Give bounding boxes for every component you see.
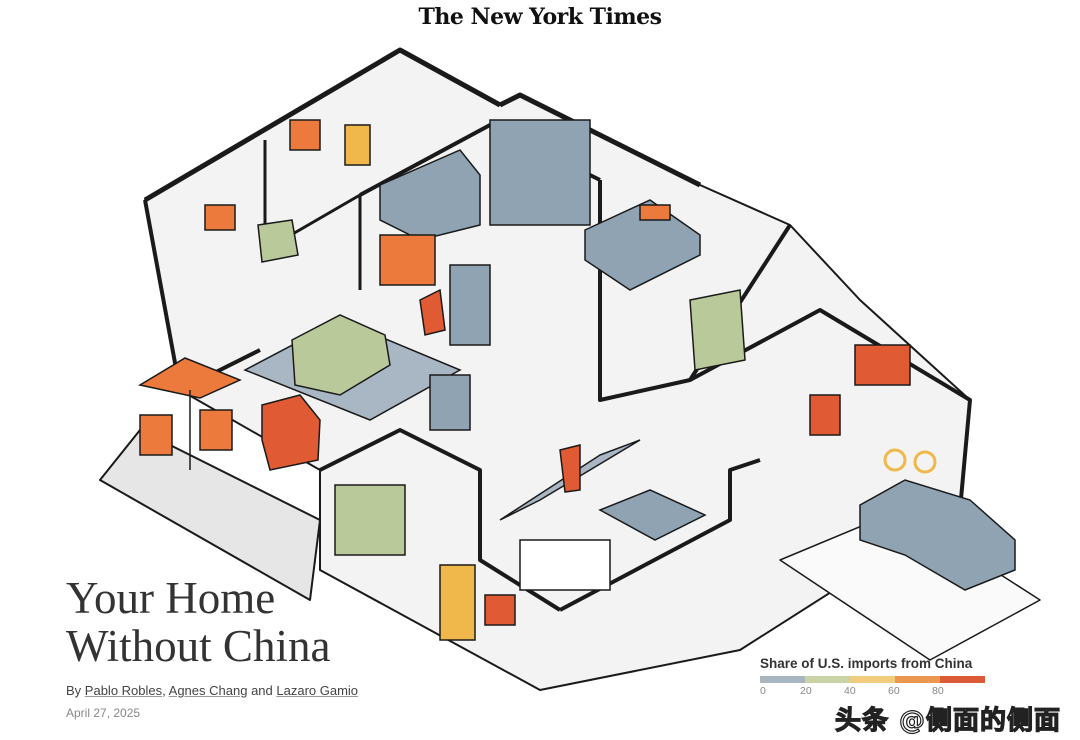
bed bbox=[584, 199, 701, 291]
potted-plant bbox=[559, 444, 581, 493]
vanity bbox=[289, 119, 321, 151]
patio-chair bbox=[139, 414, 173, 456]
shelving bbox=[334, 484, 406, 556]
tv bbox=[429, 374, 471, 431]
legend-swatch bbox=[895, 676, 940, 683]
microwave bbox=[484, 594, 516, 626]
legend-tick: 40 bbox=[844, 685, 856, 697]
legend-swatch bbox=[805, 676, 850, 683]
grill bbox=[261, 394, 321, 471]
color-legend: Share of U.S. imports from China 0 20 40… bbox=[760, 656, 985, 698]
potted-plant bbox=[419, 288, 446, 336]
legend-tick: 80 bbox=[932, 685, 944, 697]
legend-swatch bbox=[940, 676, 985, 683]
deck bbox=[99, 429, 321, 601]
legend-title: Share of U.S. imports from China bbox=[760, 656, 973, 671]
legend-tick: 20 bbox=[800, 685, 812, 697]
wall bbox=[559, 458, 761, 612]
legend-tick: 60 bbox=[888, 685, 900, 697]
bed-pillows bbox=[639, 204, 671, 221]
publish-date: April 27, 2025 bbox=[66, 706, 141, 720]
byline-prefix: By bbox=[66, 683, 82, 698]
legend-swatch bbox=[850, 676, 895, 683]
umbrella bbox=[137, 357, 242, 399]
bicycle-wheel bbox=[913, 450, 937, 474]
wall bbox=[143, 47, 502, 203]
toilet bbox=[344, 124, 371, 166]
watermark: 头条 @侧面的侧面 bbox=[834, 705, 1062, 736]
author-link[interactable]: Lazaro Gamio bbox=[276, 683, 359, 698]
author-link[interactable]: Pablo Robles bbox=[84, 683, 163, 698]
sofa bbox=[291, 314, 391, 396]
bookshelf bbox=[449, 264, 491, 346]
wall bbox=[319, 428, 562, 612]
byline: By Pablo Robles, Agnes Chang and Lazaro … bbox=[66, 683, 358, 699]
car bbox=[859, 479, 1016, 591]
desk-monitor bbox=[204, 204, 236, 231]
legend-tick: 0 bbox=[760, 685, 766, 697]
title-line: Without China bbox=[66, 621, 331, 671]
author-link[interactable]: Agnes Chang bbox=[168, 683, 248, 698]
dresser bbox=[379, 149, 481, 241]
patio-chair bbox=[199, 409, 233, 451]
washer-dryer bbox=[689, 289, 746, 371]
article-title: Your Home Without China bbox=[66, 574, 330, 670]
storage-bin bbox=[854, 344, 911, 386]
legend-ticks: 0 20 40 60 80 bbox=[760, 685, 985, 698]
byline-separator: , bbox=[162, 683, 166, 698]
legend-swatch bbox=[760, 676, 805, 683]
nyt-masthead-logo[interactable]: The New York Times bbox=[418, 4, 662, 30]
refrigerator bbox=[439, 564, 476, 641]
title-line: Your Home bbox=[66, 573, 276, 623]
bicycle-wheel bbox=[883, 448, 907, 472]
wall bbox=[498, 92, 702, 188]
wardrobe bbox=[489, 119, 591, 226]
dining-table bbox=[598, 489, 707, 541]
picture-frames bbox=[379, 234, 436, 286]
stroller bbox=[809, 394, 841, 436]
legend-color-bar bbox=[760, 676, 985, 683]
kitchen-island bbox=[519, 539, 611, 591]
byline-separator: and bbox=[251, 683, 273, 698]
armchair bbox=[257, 219, 299, 263]
